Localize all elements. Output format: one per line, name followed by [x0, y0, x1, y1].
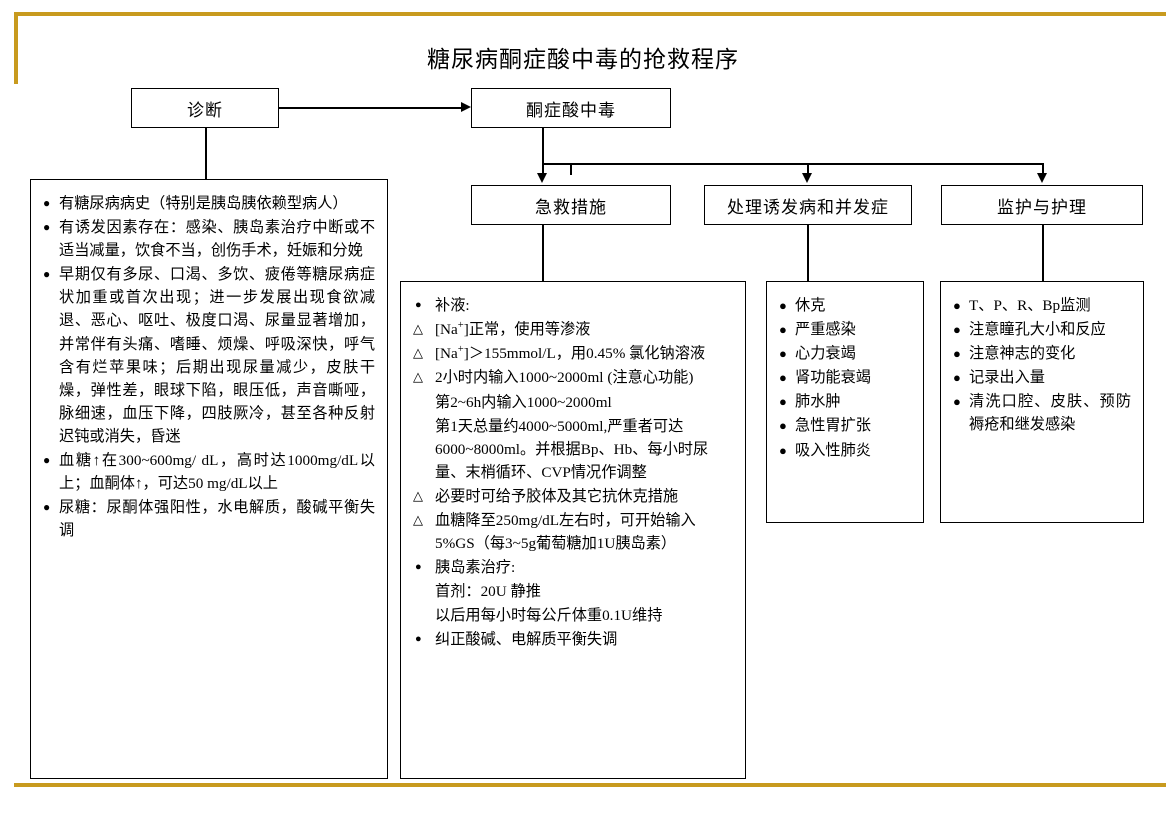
- node-dka[interactable]: 酮症酸中毒: [471, 88, 671, 128]
- complication-detail-item: 肾功能衰竭: [779, 366, 911, 390]
- emergency-detail-item: 2小时内输入1000~2000ml (注意心功能): [413, 366, 733, 389]
- emergency-detail-item: [Na+]＞155mmol/L，用0.45% 氯化钠溶液: [413, 342, 733, 365]
- emergency-detail-item: 胰岛素治疗:: [413, 556, 733, 579]
- frame-bottom-rule: [14, 783, 1166, 787]
- emergency-detail-item: 血糖降至250mg/dL左右时，可开始输入5%GS（每3~5g葡萄糖加1U胰岛素…: [413, 509, 733, 555]
- node-monitoring[interactable]: 监护与护理: [941, 185, 1143, 225]
- node-emergency-label: 急救措施: [535, 197, 607, 217]
- connector-complications-to-details: [807, 225, 809, 281]
- monitoring-detail-item: T、P、R、Bp监测: [953, 294, 1131, 318]
- panel-complication-details: 休克严重感染心力衰竭肾功能衰竭肺水肿急性胃扩张吸入性肺炎: [766, 281, 924, 523]
- diagnosis-detail-item: 血糖↑在300~600mg/ dL，高时达1000mg/dL以上；血酮体↑，可达…: [43, 449, 375, 495]
- node-dka-label: 酮症酸中毒: [526, 100, 616, 120]
- emergency-detail-item: 以后用每小时每公斤体重0.1U维持: [435, 607, 663, 625]
- emergency-detail-item: [Na+]正常，使用等渗液: [413, 318, 733, 341]
- monitoring-detail-item: 注意瞳孔大小和反应: [953, 318, 1131, 342]
- emergency-detail-item: 第1天总量约4000~5000ml,严重者可达6000~8000ml。并根据Bp…: [435, 417, 709, 481]
- connector-bus-to-complications: [807, 163, 809, 175]
- page-title: 糖尿病酮症酸中毒的抢救程序: [427, 47, 739, 72]
- diagnosis-detail-item: 早期仅有多尿、口渴、多饮、疲倦等糖尿病症状加重或首次出现；进一步发展出现食欲减退…: [43, 263, 375, 448]
- node-diagnosis-label: 诊断: [187, 100, 223, 120]
- emergency-detail-item: 纠正酸碱、电解质平衡失调: [413, 628, 733, 651]
- connector-emergency-to-details: [542, 225, 544, 281]
- complication-detail-item: 吸入性肺炎: [779, 439, 911, 463]
- complication-detail-list: 休克严重感染心力衰竭肾功能衰竭肺水肿急性胃扩张吸入性肺炎: [779, 294, 911, 463]
- panel-emergency-details: 补液:[Na+]正常，使用等渗液[Na+]＞155mmol/L，用0.45% 氯…: [400, 281, 746, 779]
- emergency-detail-item: 必要时可给予胶体及其它抗休克措施: [413, 485, 733, 508]
- diagnosis-detail-item: 有糖尿病病史（特别是胰岛胰依赖型病人）: [43, 192, 375, 215]
- arrow-down-to-monitoring: [1037, 173, 1047, 183]
- complication-detail-item: 肺水肿: [779, 390, 911, 414]
- frame-top-rule: [14, 12, 1166, 16]
- complication-detail-item: 休克: [779, 294, 911, 318]
- connector-diagnosis-to-dka: [279, 107, 461, 109]
- connector-diagnosis-to-details: [205, 128, 207, 179]
- complication-detail-item: 严重感染: [779, 318, 911, 342]
- arrow-down-to-emergency: [537, 173, 547, 183]
- emergency-detail-item: 首剂：20U 静推: [435, 583, 541, 601]
- complication-detail-item: 急性胃扩张: [779, 414, 911, 438]
- monitoring-detail-item: 记录出入量: [953, 366, 1131, 390]
- monitoring-detail-item: 清洗口腔、皮肤、预防褥疮和继发感染: [953, 390, 1131, 436]
- arrow-down-to-complications: [802, 173, 812, 183]
- emergency-detail-list: 补液:[Na+]正常，使用等渗液[Na+]＞155mmol/L，用0.45% 氯…: [413, 294, 733, 652]
- connector-bus-left-stub: [542, 163, 544, 175]
- node-complications[interactable]: 处理诱发病和并发症: [704, 185, 912, 225]
- connector-bus-to-emergency: [570, 163, 572, 175]
- node-complications-label: 处理诱发病和并发症: [727, 197, 889, 217]
- panel-monitoring-details: T、P、R、Bp监测注意瞳孔大小和反应注意神志的变化记录出入量清洗口腔、皮肤、预…: [940, 281, 1144, 523]
- frame-left-rule: [14, 12, 18, 84]
- node-diagnosis[interactable]: 诊断: [131, 88, 279, 128]
- diagnosis-detail-item: 尿糖：尿酮体强阳性，水电解质，酸碱平衡失调: [43, 496, 375, 542]
- complication-detail-item: 心力衰竭: [779, 342, 911, 366]
- diagnosis-detail-list: 有糖尿病病史（特别是胰岛胰依赖型病人）有诱发因素存在：感染、胰岛素治疗中断或不适…: [43, 192, 375, 542]
- connector-dka-down: [542, 128, 544, 163]
- connector-monitoring-to-details: [1042, 225, 1044, 281]
- node-emergency-measures[interactable]: 急救措施: [471, 185, 671, 225]
- monitoring-detail-item: 注意神志的变化: [953, 342, 1131, 366]
- emergency-detail-item: 第2~6h内输入1000~2000ml: [435, 393, 612, 411]
- emergency-detail-item: 补液:: [413, 294, 733, 317]
- node-monitoring-label: 监护与护理: [997, 197, 1087, 217]
- connector-bus-to-monitoring: [1042, 163, 1044, 175]
- diagnosis-detail-item: 有诱发因素存在：感染、胰岛素治疗中断或不适当减量，饮食不当，创伤手术，妊娠和分娩: [43, 216, 375, 262]
- monitoring-detail-list: T、P、R、Bp监测注意瞳孔大小和反应注意神志的变化记录出入量清洗口腔、皮肤、预…: [953, 294, 1131, 437]
- panel-diagnosis-details: 有糖尿病病史（特别是胰岛胰依赖型病人）有诱发因素存在：感染、胰岛素治疗中断或不适…: [30, 179, 388, 779]
- connector-branch-bus: [542, 163, 1043, 165]
- arrow-right-to-dka: [461, 102, 471, 112]
